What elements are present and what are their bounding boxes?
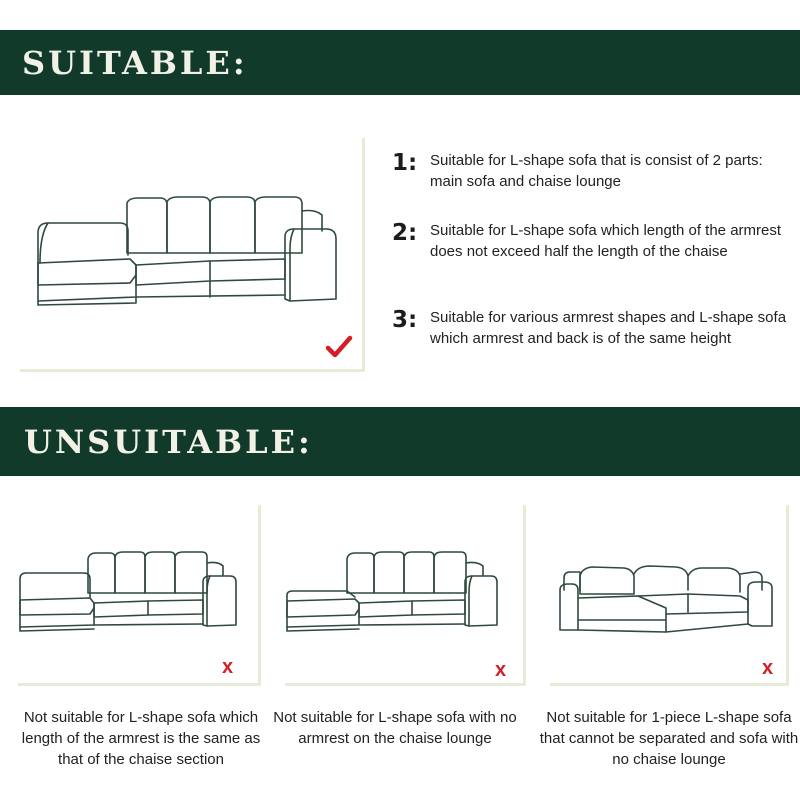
- point-number: 2:: [392, 220, 418, 246]
- x-mark-icon: x: [762, 657, 774, 679]
- check-mark-icon: [325, 335, 353, 358]
- unsuitable-sofa-1-illustration: [19, 551, 237, 632]
- unsuitable-frame-1-right: [258, 505, 261, 685]
- unsuitable-sofa-2-illustration: [286, 551, 498, 632]
- unsuitable-frame-2-bottom: [285, 683, 526, 686]
- suitable-point-1: 1: Suitable for L-shape sofa that is con…: [392, 150, 792, 192]
- suitable-point-3: 3: Suitable for various armrest shapes a…: [392, 307, 792, 349]
- x-mark-icon: x: [222, 656, 234, 678]
- unsuitable-frame-2-right: [523, 505, 526, 685]
- unsuitable-caption-2: Not suitable for L-shape sofa with no ar…: [273, 709, 517, 747]
- point-number: 1:: [392, 150, 418, 176]
- unsuitable-frame-3-bottom: [550, 683, 789, 686]
- suitable-frame-bottom: [20, 369, 365, 372]
- suitable-point-2: 2: Suitable for L-shape sofa which lengt…: [392, 220, 792, 262]
- x-mark-icon: x: [495, 659, 507, 681]
- suitable-banner: SUITABLE:: [0, 30, 800, 95]
- suitable-sofa-illustration: [37, 196, 337, 306]
- unsuitable-caption-1: Not suitable for L-shape sofa which leng…: [21, 709, 261, 768]
- unsuitable-frame-3-right: [786, 505, 789, 685]
- unsuitable-frame-1-bottom: [18, 683, 261, 686]
- point-text: Suitable for various armrest shapes and …: [430, 309, 787, 347]
- point-text: Suitable for L-shape sofa which length o…: [430, 222, 782, 260]
- suitable-frame-right: [362, 138, 365, 371]
- unsuitable-caption-3: Not suitable for 1-piece L-shape sofa th…: [539, 709, 799, 768]
- unsuitable-sofa-3-illustration: [559, 565, 773, 633]
- unsuitable-title: UNSUITABLE:: [24, 422, 313, 461]
- point-text: Suitable for L-shape sofa that is consis…: [430, 152, 763, 190]
- suitable-title: SUITABLE:: [22, 43, 248, 82]
- unsuitable-banner: UNSUITABLE:: [0, 407, 800, 476]
- point-number: 3:: [392, 307, 418, 333]
